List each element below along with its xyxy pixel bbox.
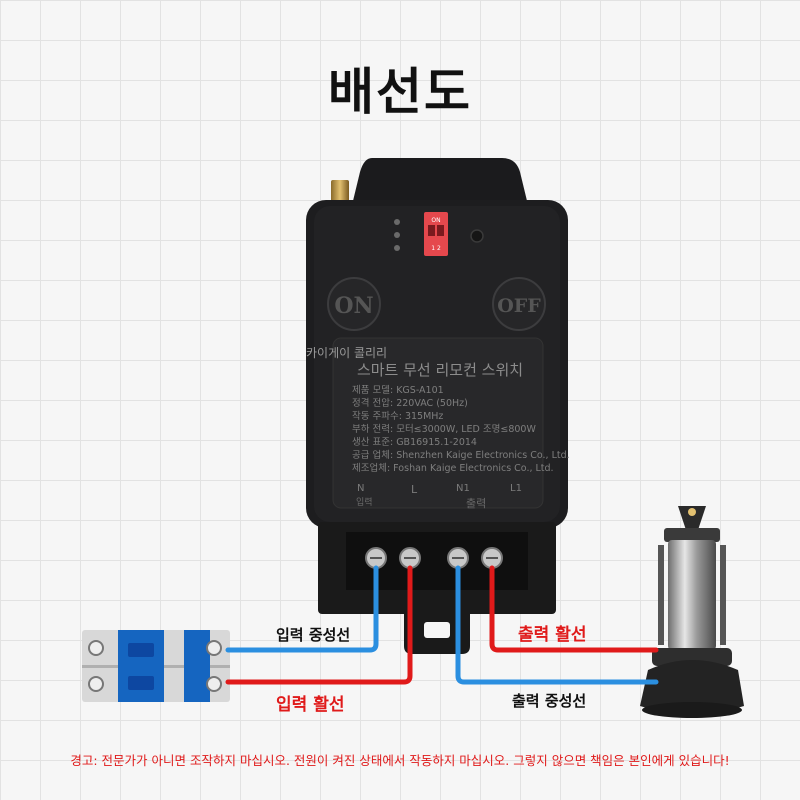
led-indicator — [394, 219, 400, 225]
dip-switch-number-label: 1 2 — [431, 245, 441, 252]
circuit-breaker — [82, 630, 230, 702]
off-button-label: OFF — [497, 295, 541, 317]
diagram-title: 배선도 — [328, 63, 472, 121]
warning-text: 경고: 전문가가 아니면 조작하지 마십시오. 전원이 켜진 상태에서 작동하지… — [70, 753, 730, 768]
input-live-label: 입력 활선 — [276, 695, 345, 715]
terminal-label-l1: L1 — [510, 483, 522, 494]
device-spec-line: 정격 전압: 220VAC (50Hz) — [352, 397, 468, 409]
submersible-pump-icon — [640, 506, 744, 718]
device-spec-line: 공급 업체: Shenzhen Kaige Electronics Co., L… — [352, 449, 570, 461]
brand-watermark: 카이게이 콜리리 — [306, 346, 388, 360]
device-spec-line: 제품 모델: KGS-A101 — [352, 384, 444, 396]
terminal-label-n: N — [357, 483, 364, 494]
device-spec-line: 작동 주파수: 315MHz — [352, 411, 443, 422]
output-marker: 출력 — [466, 497, 486, 510]
on-button-label: ON — [334, 293, 373, 319]
device-spec-line: 제조업체: Foshan Kaige Electronics Co., Ltd. — [352, 462, 554, 474]
input-neutral-wire — [225, 565, 379, 653]
output-live-label: 출력 활선 — [518, 625, 587, 645]
terminal-label-n1: N1 — [456, 483, 470, 494]
wiring — [225, 565, 659, 685]
input-marker: 입력 — [356, 496, 373, 508]
on-button[interactable]: ON — [327, 277, 381, 331]
antenna-icon — [331, 180, 349, 202]
device-label-title: 스마트 무선 리모컨 스위치 — [357, 361, 523, 379]
remote-switch-device: ON 1 2 ON OFF 스마트 무선 리모컨 스위치 제품 모델: KGS-… — [306, 158, 570, 654]
output-live-wire — [489, 565, 659, 653]
output-neutral-wire — [455, 565, 659, 685]
dip-switch-on-label: ON — [431, 217, 440, 224]
input-live-wire — [225, 565, 413, 685]
led-indicator — [394, 245, 400, 251]
dip-switch[interactable]: ON 1 2 — [424, 212, 448, 256]
off-button[interactable]: OFF — [492, 277, 546, 331]
output-neutral-label: 출력 중성선 — [512, 692, 587, 710]
terminal-label-l: L — [411, 483, 418, 496]
led-indicator — [394, 232, 400, 238]
device-spec-line: 부하 전력: 모터≤3000W, LED 조명≤800W — [352, 423, 536, 435]
device-spec-line: 생산 표준: GB16915.1-2014 — [352, 437, 477, 448]
input-neutral-label: 입력 중성선 — [276, 626, 351, 644]
